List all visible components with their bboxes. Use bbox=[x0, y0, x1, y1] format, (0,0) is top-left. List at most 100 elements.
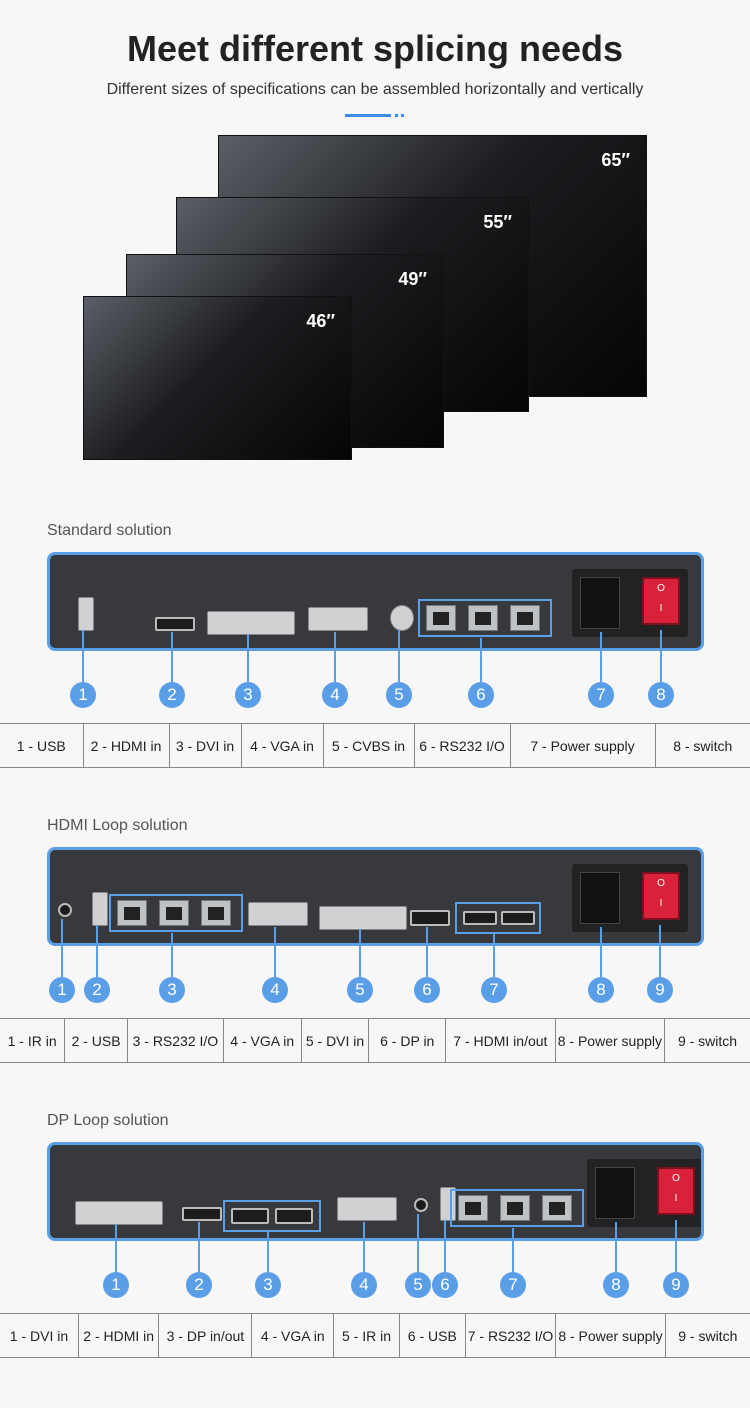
bnc-port bbox=[390, 605, 414, 631]
page-subtitle: Different sizes of specifications can be… bbox=[106, 81, 644, 98]
callout-badge: 2 bbox=[84, 977, 110, 1003]
legend-cell: 1 - USB bbox=[16, 737, 66, 754]
screen-46: 46″ bbox=[83, 296, 352, 460]
callout-badge: 2 bbox=[186, 1272, 212, 1298]
callout-line bbox=[274, 927, 276, 977]
displayport-port bbox=[231, 1208, 269, 1224]
callout-line bbox=[96, 925, 98, 977]
usb-port bbox=[92, 892, 108, 926]
callout-line bbox=[512, 1228, 514, 1272]
switch-off-mark: O bbox=[657, 583, 665, 594]
callout-line bbox=[660, 630, 662, 682]
port-group-outline bbox=[223, 1200, 321, 1232]
screen-size-label: 65″ bbox=[601, 150, 630, 170]
legend-cell: 8 - Power supply bbox=[554, 1018, 665, 1063]
callout-badge: 5 bbox=[405, 1272, 431, 1298]
callout-line bbox=[417, 1214, 419, 1272]
callout-badge: 7 bbox=[588, 682, 614, 708]
title-divider-dot bbox=[395, 114, 398, 117]
ir-jack bbox=[414, 1198, 428, 1212]
ir-jack bbox=[58, 903, 72, 917]
legend-cell: 6 - DP in bbox=[368, 1018, 446, 1063]
switch-on-mark: I bbox=[659, 603, 663, 614]
dvi-port bbox=[75, 1201, 163, 1225]
callout-badge: 3 bbox=[235, 682, 261, 708]
callout-line bbox=[659, 925, 661, 977]
screen-size-label: 46″ bbox=[306, 311, 335, 331]
legend-cell: 4 - VGA in bbox=[251, 1313, 334, 1358]
legend-cell: 2 - HDMI in bbox=[82, 723, 169, 768]
power-inlet bbox=[580, 577, 620, 629]
callout-line bbox=[334, 632, 336, 682]
legend-cell: 1 - IR in bbox=[7, 1032, 57, 1049]
callout-line bbox=[115, 1224, 117, 1272]
power-inlet bbox=[580, 872, 620, 924]
callout-badge: 4 bbox=[262, 977, 288, 1003]
legend-cell: 3 - DP in/out bbox=[158, 1313, 252, 1358]
vga-port bbox=[337, 1197, 397, 1221]
screen-size-label: 55″ bbox=[483, 212, 512, 232]
legend-cell: 9 - switch bbox=[664, 1018, 750, 1063]
title-divider-dot bbox=[401, 114, 404, 117]
callout-badge: 1 bbox=[103, 1272, 129, 1298]
legend-cell: 7 - RS232 I/O bbox=[464, 1313, 556, 1358]
legend-cell: 6 - RS232 I/O bbox=[413, 723, 510, 768]
callout-line bbox=[82, 630, 84, 682]
callout-badge: 7 bbox=[500, 1272, 526, 1298]
switch-off-mark: O bbox=[657, 878, 665, 889]
switch-on-mark: I bbox=[659, 898, 663, 909]
port-group-outline bbox=[450, 1189, 584, 1227]
rj45-port bbox=[426, 605, 456, 631]
callout-badge: 9 bbox=[663, 1272, 689, 1298]
legend-cell: 5 - IR in bbox=[333, 1313, 400, 1358]
dvi-port bbox=[319, 906, 407, 930]
callout-line bbox=[171, 632, 173, 682]
usb-port bbox=[78, 597, 94, 631]
callout-badge: 5 bbox=[347, 977, 373, 1003]
page-title: Meet different splicing needs bbox=[126, 28, 624, 69]
legend-cell: 8 - switch bbox=[654, 723, 750, 768]
callout-badge: 9 bbox=[647, 977, 673, 1003]
callout-line bbox=[61, 919, 63, 977]
callout-badge: 8 bbox=[648, 682, 674, 708]
legend-cell: 3 - DVI in bbox=[168, 723, 241, 768]
rj45-port bbox=[468, 605, 498, 631]
switch-on-mark: I bbox=[674, 1193, 678, 1204]
legend-cell: 6 - USB bbox=[398, 1313, 466, 1358]
hdmi-port bbox=[182, 1207, 222, 1221]
callout-line bbox=[426, 927, 428, 977]
rj45-port bbox=[117, 900, 147, 926]
callout-line bbox=[247, 634, 249, 682]
port-group-outline bbox=[418, 599, 552, 637]
usb-port bbox=[440, 1187, 456, 1221]
callout-badge: 3 bbox=[255, 1272, 281, 1298]
callout-line bbox=[198, 1222, 200, 1272]
callout-badge: 6 bbox=[468, 682, 494, 708]
rj45-port bbox=[159, 900, 189, 926]
legend-cell: 7 - HDMI in/out bbox=[445, 1018, 556, 1063]
callout-line bbox=[675, 1220, 677, 1272]
vga-port bbox=[308, 607, 368, 631]
legend-cell: 5 - CVBS in bbox=[322, 723, 414, 768]
section-label: Standard solution bbox=[47, 522, 172, 539]
callout-badge: 5 bbox=[386, 682, 412, 708]
legend-cell: 2 - USB bbox=[64, 1018, 128, 1063]
rj45-port bbox=[542, 1195, 572, 1221]
callout-badge: 1 bbox=[70, 682, 96, 708]
callout-badge: 1 bbox=[49, 977, 75, 1003]
legend-cell: 8 - Power supply bbox=[555, 1313, 666, 1358]
port-group-outline bbox=[455, 902, 541, 934]
screen-size-label: 49″ bbox=[398, 269, 427, 289]
callout-line bbox=[171, 933, 173, 977]
